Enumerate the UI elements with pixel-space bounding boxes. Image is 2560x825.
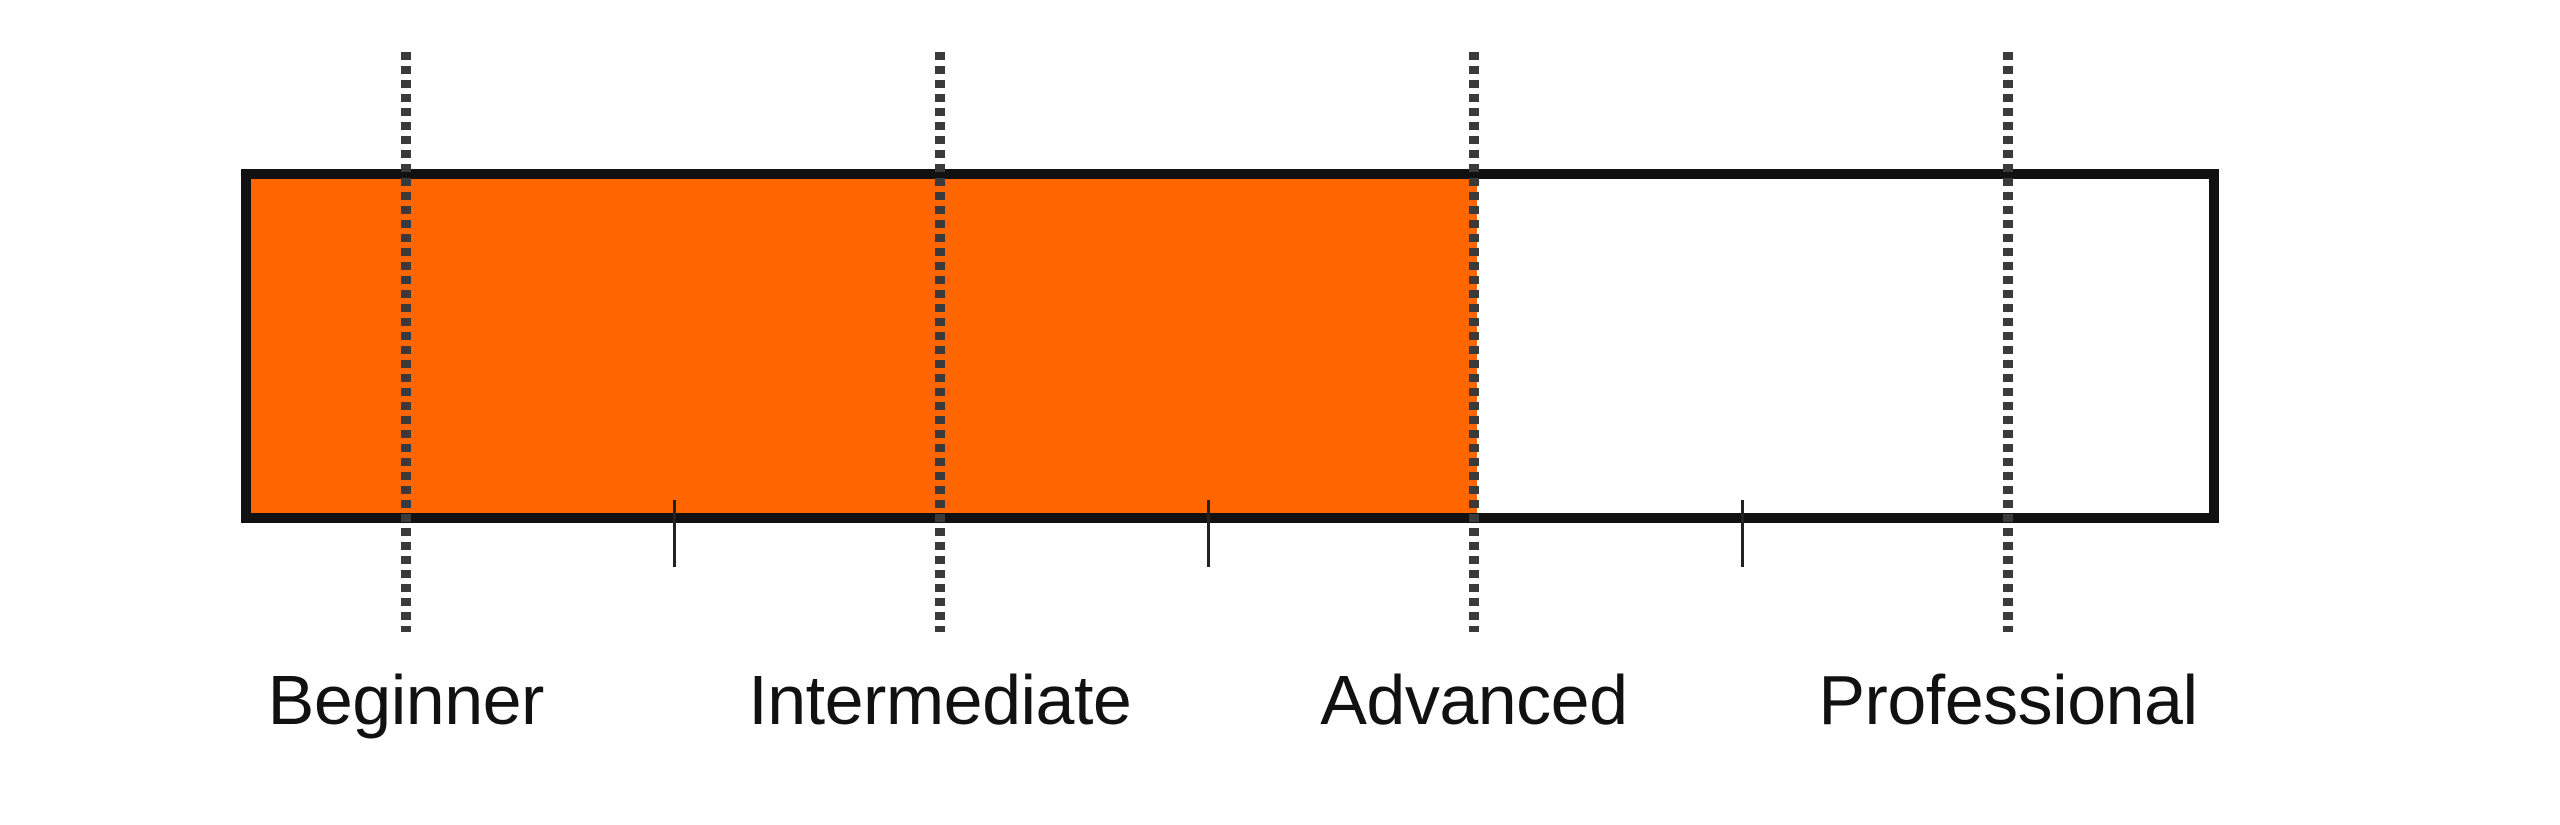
level-label-professional: Professional [1818,661,2198,739]
level-marker-professional [2002,52,2013,632]
minor-tick-2 [1206,500,1210,567]
level-label-advanced: Advanced [1320,661,1628,739]
minor-tick-1 [672,500,676,567]
level-marker-intermediate [934,52,945,632]
level-marker-beginner [400,52,411,632]
level-marker-advanced [1468,52,1479,632]
level-label-beginner: Beginner [267,661,545,739]
minor-tick-3 [1740,500,1744,567]
level-label-intermediate: Intermediate [748,661,1132,739]
progress-bar-fill [251,179,1478,513]
